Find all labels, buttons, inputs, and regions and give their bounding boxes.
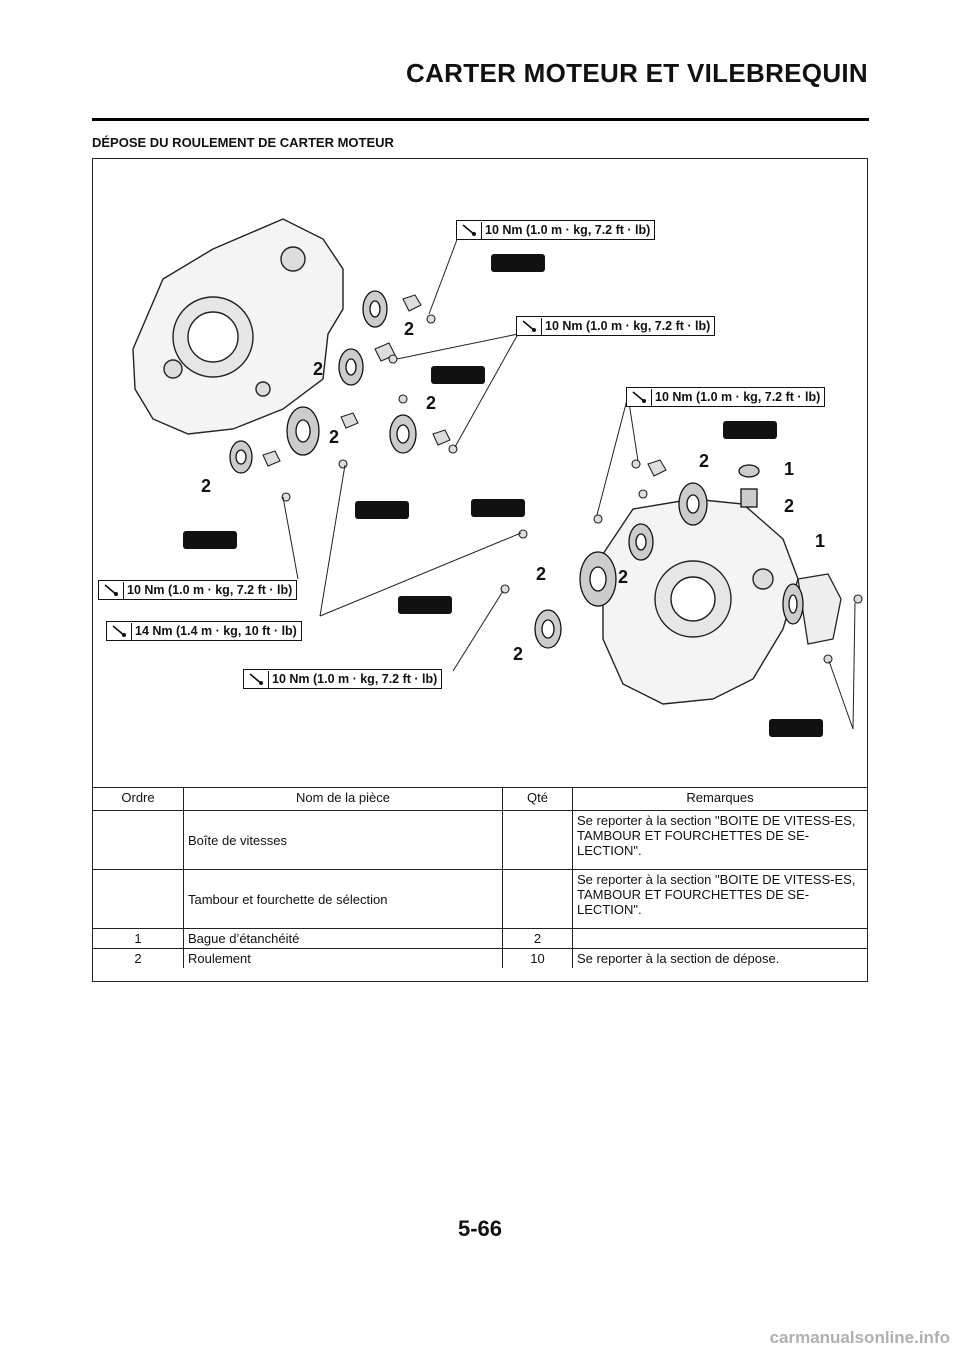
cell-qty [502, 810, 573, 870]
crankcase-cover [797, 573, 842, 645]
left-crankcase [132, 218, 344, 435]
col-header-remarks: Remarques [572, 787, 867, 811]
cell-remarks: Se reporter à la section "BOITE DE VITES… [572, 810, 867, 870]
cell-remarks [572, 928, 867, 949]
cell-name: Tambour et fourchette de sélection [183, 869, 503, 929]
callout-number: 1 [784, 459, 795, 479]
section-heading: DÉPOSE DU ROULEMENT DE CARTER MOTEUR [92, 135, 394, 150]
watermark: carmanualsonline.info [769, 1328, 950, 1347]
leader-lines [282, 236, 856, 730]
wrench-icon [627, 388, 652, 406]
diagram-frame: 10 Nm (1.0 m · kg, 7.2 ft · lb) 10 Nm (1… [92, 158, 868, 982]
cell-order: 1 [93, 928, 184, 949]
callout-number: 2 [201, 476, 212, 496]
wrench-icon [99, 581, 124, 599]
cell-qty: 10 [502, 948, 573, 968]
torque-label-4: 10 Nm (1.0 m · kg, 7.2 ft · lb) [98, 580, 298, 600]
table-header-row: Ordre Nom de la pièce Qté Remarques [93, 787, 867, 811]
callout-number: 2 [513, 644, 524, 664]
cell-remarks: Se reporter à la section de dépose. [572, 948, 867, 968]
page-title: CARTER MOTEUR ET VILEBREQUIN [406, 58, 868, 88]
callout-number: 2 [784, 496, 795, 516]
locking-agent-symbols [183, 254, 823, 737]
callout-number: 2 [536, 564, 547, 584]
cell-order: 2 [93, 948, 184, 968]
callout-number: 1 [815, 531, 826, 551]
torque-value: 10 Nm (1.0 m · kg, 7.2 ft · lb) [272, 672, 438, 686]
torque-value: 10 Nm (1.0 m · kg, 7.2 ft · lb) [485, 223, 651, 237]
torque-label-3: 10 Nm (1.0 m · kg, 7.2 ft · lb) [626, 387, 826, 407]
callout-number: 2 [313, 359, 324, 379]
cell-order [93, 810, 184, 870]
torque-value: 10 Nm (1.0 m · kg, 7.2 ft · lb) [127, 583, 293, 597]
cell-name: Roulement [183, 948, 503, 968]
cell-name: Boîte de vitesses [183, 810, 503, 870]
torque-label-1: 10 Nm (1.0 m · kg, 7.2 ft · lb) [456, 220, 656, 240]
wrench-icon [107, 622, 132, 640]
col-header-name: Nom de la pièce [183, 787, 503, 811]
table-row: 1 Bague d’étanchéité 2 [93, 928, 867, 949]
table-row: Tambour et fourchette de sélection Se re… [93, 869, 867, 929]
cell-qty [502, 869, 573, 929]
torque-label-2: 10 Nm (1.0 m · kg, 7.2 ft · lb) [516, 316, 716, 336]
cell-remarks: Se reporter à la section "BOITE DE VITES… [572, 869, 867, 929]
retainers-and-bolts [262, 294, 863, 664]
cell-qty: 2 [502, 928, 573, 949]
torque-value: 10 Nm (1.0 m · kg, 7.2 ft · lb) [655, 390, 821, 404]
callout-number: 2 [404, 319, 415, 339]
callout-number: 2 [329, 427, 340, 447]
cell-order [93, 869, 184, 929]
torque-label-5: 14 Nm (1.4 m · kg, 10 ft · lb) [106, 621, 302, 641]
torque-label-6: 10 Nm (1.0 m · kg, 7.2 ft · lb) [243, 669, 443, 689]
cell-name: Bague d’étanchéité [183, 928, 503, 949]
callout-number: 2 [699, 451, 710, 471]
bearings [229, 290, 804, 649]
torque-value: 14 Nm (1.4 m · kg, 10 ft · lb) [135, 624, 297, 638]
col-header-qty: Qté [502, 787, 573, 811]
col-header-order: Ordre [93, 787, 184, 811]
parts-table: Ordre Nom de la pièce Qté Remarques Boît… [93, 787, 867, 968]
callout-number: 2 [618, 567, 629, 587]
exploded-view-diagram [132, 218, 863, 737]
table-row: 2 Roulement 10 Se reporter à la section … [93, 948, 867, 968]
wrench-icon [517, 317, 542, 335]
table-row: Boîte de vitesses Se reporter à la secti… [93, 810, 867, 870]
callout-number: 2 [426, 393, 437, 413]
torque-value: 10 Nm (1.0 m · kg, 7.2 ft · lb) [545, 319, 711, 333]
wrench-icon [244, 670, 269, 688]
page-number: 5-66 [457, 1216, 503, 1241]
title-rule [92, 118, 869, 121]
wrench-icon [457, 221, 482, 239]
